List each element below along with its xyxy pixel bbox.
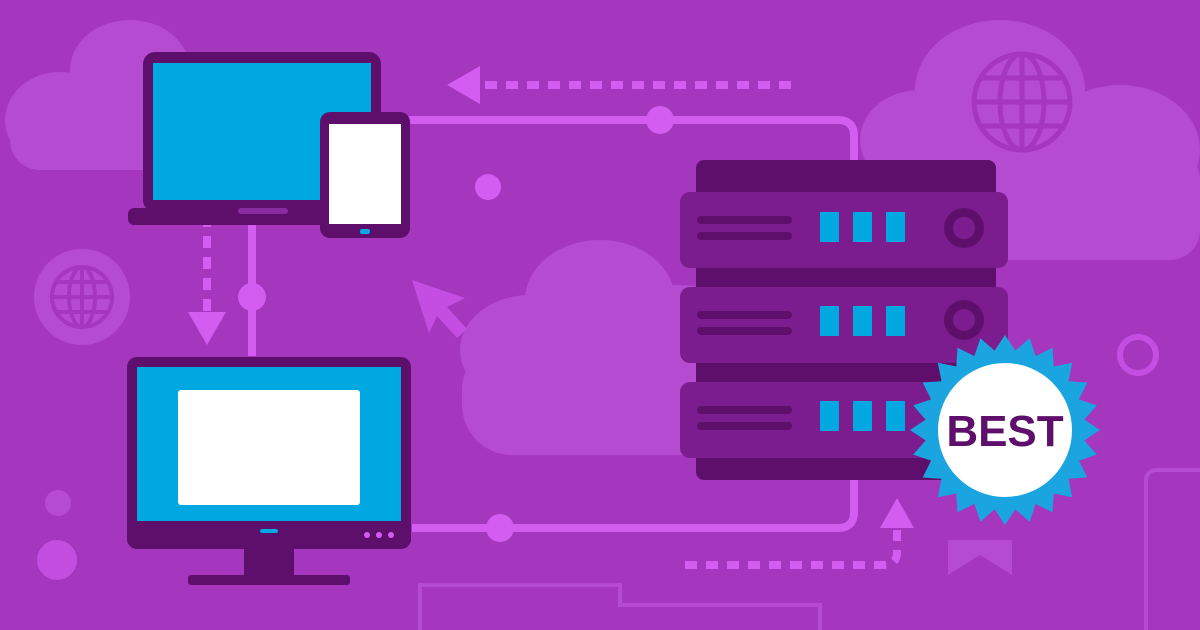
dashed-arrow-top <box>447 66 795 104</box>
server-unit <box>680 287 1008 363</box>
node-dot <box>486 514 514 542</box>
decor-dot <box>475 174 501 200</box>
globe-icon-left <box>34 249 130 345</box>
cursor-arrow-icon <box>412 280 467 338</box>
decor-dot <box>37 540 77 580</box>
badge-face <box>938 363 1072 497</box>
decor-ring <box>1117 334 1159 376</box>
phone-outline <box>1144 468 1200 630</box>
server-unit <box>680 192 1008 268</box>
badge-label: BEST <box>946 407 1063 456</box>
globe-icon-right <box>971 51 1073 153</box>
dashed-arrow-bottom <box>685 498 914 569</box>
dashed-arrow-left <box>188 215 226 345</box>
node-dot <box>238 283 266 311</box>
folder-outline <box>418 583 822 630</box>
best-badge: BEST <box>910 335 1100 525</box>
node-dot <box>646 106 674 134</box>
tablet-icon <box>320 112 410 238</box>
decor-dot <box>45 490 71 516</box>
desktop-monitor-icon <box>127 357 411 585</box>
award-ribbon-icon <box>948 540 1012 575</box>
